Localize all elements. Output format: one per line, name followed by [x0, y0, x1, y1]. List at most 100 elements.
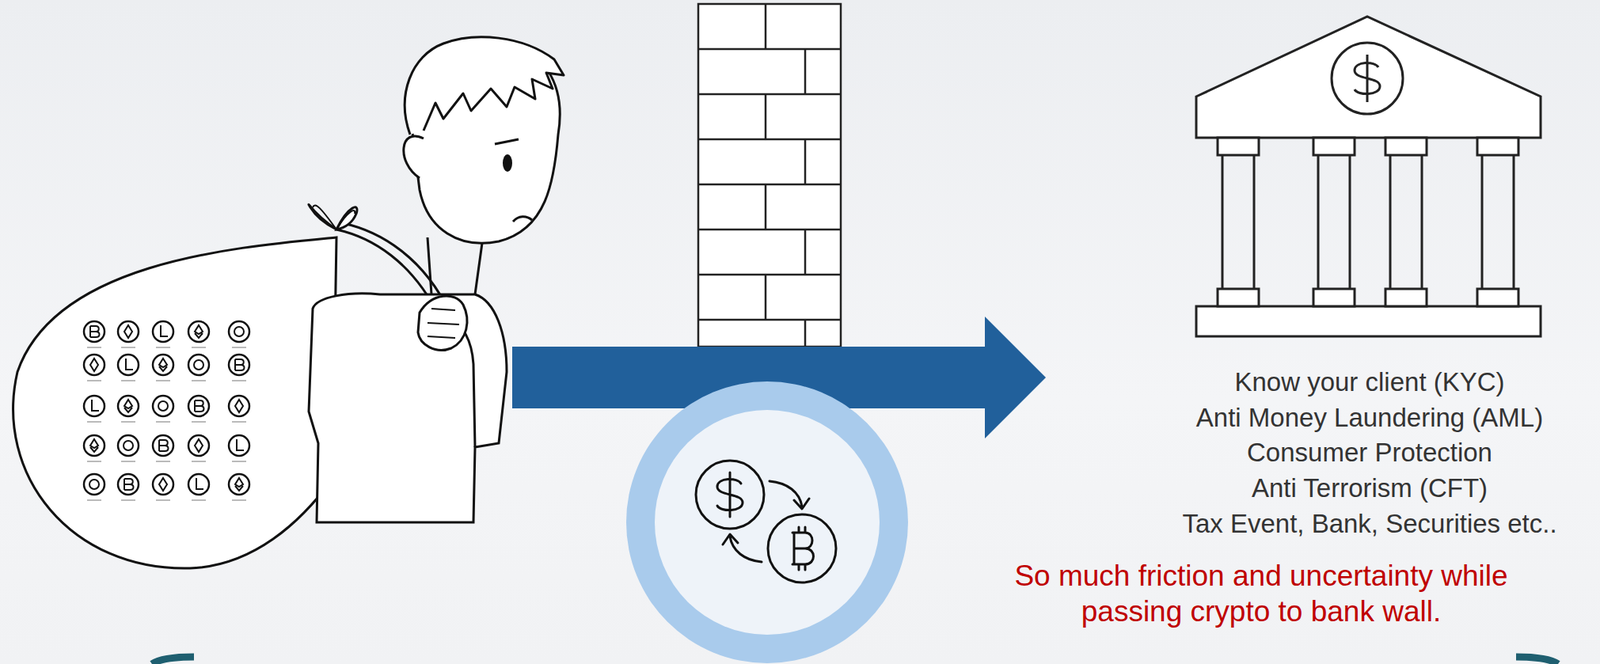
- coin-caption-mark: [231, 421, 247, 423]
- coin-caption-mark: [155, 461, 171, 463]
- bank-node: Know your client (KYC)Anti Money Launder…: [1140, 7, 1600, 547]
- coin-glyph: [159, 358, 168, 372]
- coin-icon: [188, 395, 210, 422]
- requirement-list: Know your client (KYC)Anti Money Launder…: [1140, 364, 1600, 543]
- coin-caption-mark: [191, 421, 206, 423]
- coin-outline: [152, 474, 174, 495]
- bank-part: [1217, 288, 1259, 307]
- person-hand: [418, 296, 468, 351]
- coin-glyph: [234, 326, 244, 337]
- coin-icon: [83, 474, 105, 501]
- coin-outline: [228, 321, 250, 343]
- bank-part: [1196, 16, 1541, 138]
- coin-icon: [188, 435, 210, 462]
- coin-outline: [83, 435, 105, 457]
- person-torso: [308, 293, 507, 523]
- bank-part: [1222, 155, 1255, 289]
- coin-outline: [152, 354, 174, 376]
- coin-icon: [117, 354, 139, 381]
- coin-glyph: [194, 400, 205, 412]
- coin-icon: [152, 321, 174, 348]
- coin-glyph: [124, 325, 133, 339]
- bank-part: [1313, 137, 1355, 156]
- coin-glyph: [124, 399, 133, 413]
- coin-icon: [117, 474, 139, 501]
- coin-glyph: [236, 439, 244, 451]
- coin-outline: [117, 435, 139, 457]
- dollar-glyph: [1354, 54, 1380, 103]
- coin-glyph: [159, 478, 168, 491]
- coin-caption-mark: [231, 380, 247, 382]
- coin-icon: [228, 395, 250, 422]
- bank-part: [1318, 155, 1350, 289]
- person-brow: [494, 139, 519, 145]
- coin-glyph: [124, 478, 134, 491]
- coin-icon: [228, 321, 250, 348]
- coin-glyph: [123, 440, 134, 451]
- sack-knot: [308, 204, 358, 230]
- requirement-text: Anti Money Laundering (AML): [1140, 400, 1600, 437]
- coin-outline: [152, 395, 174, 417]
- bank-part: [1482, 155, 1514, 289]
- coin-caption-mark: [231, 500, 247, 502]
- friction-note: So much friction and uncertainty while p…: [960, 558, 1562, 630]
- person-eye: [502, 154, 513, 172]
- coin-glyph: [235, 399, 244, 413]
- coin-glyph: [125, 358, 134, 370]
- coin-caption-mark: [121, 461, 136, 463]
- coin-caption-mark: [155, 421, 171, 423]
- coin-outline: [188, 395, 210, 417]
- person-fingers: [427, 308, 460, 339]
- coin-caption-mark: [87, 421, 102, 423]
- coin-glyph: [194, 325, 203, 339]
- bank-part: [1196, 306, 1541, 337]
- brick-wall: [698, 3, 841, 347]
- coin-icon: [83, 435, 105, 462]
- coin-icon: [152, 354, 174, 381]
- coin-caption-mark: [87, 500, 102, 502]
- coin-icon: [228, 354, 250, 381]
- coin-outline: [117, 354, 139, 376]
- coin-outline: [228, 474, 250, 495]
- coin-caption-mark: [121, 421, 136, 423]
- coin-glyph: [90, 326, 100, 338]
- coin-outline: [83, 354, 105, 376]
- coin-glyph: [89, 479, 99, 490]
- crypto-sack: [13, 237, 337, 569]
- bank-part: [1477, 288, 1519, 307]
- bank-part: [1385, 137, 1427, 156]
- coin-icon: [152, 435, 174, 462]
- bank-part: [1385, 288, 1427, 307]
- requirement-text: Consumer Protection: [1140, 435, 1600, 472]
- coin-glyph: [90, 439, 99, 453]
- bank-part: [1313, 288, 1355, 307]
- coin-icon: [152, 474, 174, 501]
- coin-glyph: [235, 478, 244, 491]
- coin-glyph: [159, 440, 169, 452]
- bank-part: [1390, 155, 1422, 289]
- coin-caption-mark: [191, 500, 206, 502]
- corner-bracket: [152, 657, 194, 664]
- coin-icon: [83, 354, 105, 381]
- dollar-badge: [1331, 42, 1403, 115]
- exchange-disc: [654, 410, 880, 635]
- coin-icon: [83, 395, 105, 422]
- coin-outline: [228, 435, 250, 457]
- coin-caption-mark: [191, 347, 206, 349]
- coin-glyph: [91, 399, 99, 411]
- coin-outline: [188, 474, 210, 495]
- coin-outline: [228, 395, 250, 417]
- coin-outline: [152, 435, 174, 457]
- coin-icon: [228, 435, 250, 462]
- coin-outline: [117, 395, 139, 417]
- coin-caption-mark: [155, 380, 171, 382]
- coin-caption-mark: [121, 500, 136, 502]
- coin-icon: [152, 395, 174, 422]
- coin-caption-mark: [231, 347, 247, 349]
- requirement-text: Know your client (KYC): [1140, 364, 1600, 401]
- coin-glyph: [194, 439, 203, 453]
- coin-outline: [83, 474, 105, 495]
- person-ear: [403, 136, 424, 179]
- person-neck: [427, 237, 483, 295]
- coin-outline: [188, 321, 210, 343]
